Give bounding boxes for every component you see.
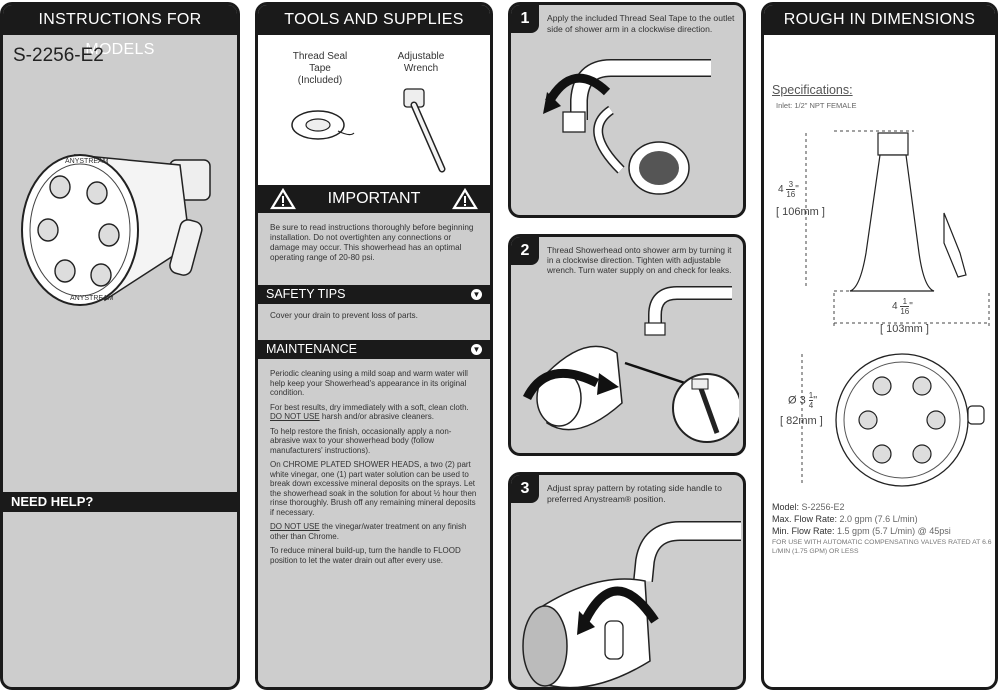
brand-arc-bottom: ANYSTREAM	[70, 295, 114, 302]
maintenance-p2: For best results, dry immediately with a…	[270, 402, 469, 422]
spec-title: Specifications:	[772, 83, 853, 97]
step-2-text: Thread Showerhead onto shower arm by tur…	[547, 245, 732, 275]
step-2-panel: 2 Thread Showerhead onto shower arm by t…	[508, 234, 746, 456]
model-number: S-2256-E2	[13, 45, 104, 66]
wrench-icon	[403, 88, 446, 173]
step-1-number: 1	[511, 5, 539, 33]
step-3-text: Adjust spray pattern by rotating side ha…	[547, 483, 722, 504]
side-view-drawing	[805, 130, 990, 328]
brand-arc-top: ANYSTREAM	[65, 158, 109, 165]
tools-panel: TOOLS AND SUPPLIES Thread Seal Tape (Inc…	[255, 2, 493, 690]
safety-box: Cover your drain to prevent loss of part…	[258, 304, 490, 340]
width-dimension: 4 1 16 "	[892, 297, 913, 316]
safety-title: SAFETY TIPS	[266, 287, 346, 301]
rough-panel: ROUGH IN DIMENSIONS Specifications: Inle…	[761, 2, 998, 690]
maintenance-title: MAINTENANCE	[266, 342, 357, 356]
chevron-down-icon: ▼	[471, 344, 482, 355]
warning-icon-left	[270, 188, 296, 210]
step-2-illustration	[522, 286, 739, 443]
spec-model: Model: S-2256-E2	[772, 502, 845, 512]
maintenance-p6: To reduce mineral build-up, turn the han…	[270, 546, 461, 565]
need-help-bar: NEED HELP?	[3, 492, 237, 512]
step-2-number: 2	[511, 237, 539, 265]
tools-header: TOOLS AND SUPPLIES	[258, 5, 490, 35]
maintenance-box: Periodic cleaning using a mild soap and …	[258, 359, 490, 687]
height-mm: [ 106mm ]	[776, 206, 825, 218]
maintenance-p3: To help restore the finish, occasionally…	[270, 426, 452, 455]
step-1-panel: 1 Apply the included Thread Seal Tape to…	[508, 2, 746, 218]
models-panel: INSTRUCTIONS FOR MODELS S-2256-E2 ANYSTR…	[0, 2, 240, 690]
maintenance-p4: On CHROME PLATED SHOWER HEADS, a two (2)…	[270, 460, 477, 517]
safety-text: Cover your drain to prevent loss of part…	[270, 311, 418, 320]
spec-note: FOR USE WITH AUTOMATIC COMPENSATING VALV…	[772, 539, 992, 555]
important-text: Be sure to read instructions thoroughly …	[270, 223, 474, 262]
diameter-dimension: Ø 3 1 4 "	[788, 391, 818, 410]
warning-icon-right	[452, 188, 478, 210]
important-box: Be sure to read instructions thoroughly …	[258, 213, 490, 285]
models-header: INSTRUCTIONS FOR MODELS	[3, 5, 237, 58]
maintenance-p5: DO NOT USE the vinegar/water treatment o…	[270, 522, 467, 541]
step-3-number: 3	[511, 475, 539, 503]
height-dimension: 4 3 16 "	[778, 180, 799, 199]
spec-min-flow: Min. Flow Rate: 1.5 gpm (5.7 L/min) @ 45…	[772, 526, 951, 536]
width-mm: [ 103mm ]	[880, 323, 929, 335]
front-view-drawing	[801, 353, 985, 487]
diameter-mm: [ 82mm ]	[780, 415, 823, 427]
inlet-text: Inlet: 1/2" NPT FEMALE	[776, 101, 857, 110]
rough-header: ROUGH IN DIMENSIONS	[764, 5, 995, 35]
tape-roll-icon	[291, 110, 355, 140]
spec-max-flow: Max. Flow Rate: 2.0 gpm (7.6 L/min)	[772, 514, 918, 524]
need-help-label: NEED HELP?	[11, 494, 94, 509]
important-bar: IMPORTANT	[258, 185, 490, 213]
step-3-illustration	[522, 521, 741, 687]
important-title: IMPORTANT	[327, 190, 421, 207]
step-1-text: Apply the included Thread Seal Tape to t…	[547, 13, 735, 34]
maintenance-p1: Periodic cleaning using a mild soap and …	[270, 369, 468, 397]
spec-block: Model: S-2256-E2 Max. Flow Rate: 2.0 gpm…	[772, 501, 994, 556]
showerhead-illustration: ANYSTREAM ANYSTREAM	[21, 154, 211, 306]
maintenance-bar: MAINTENANCE ▼	[258, 340, 490, 359]
wrench-label: Adjustable Wrench	[397, 51, 445, 74]
safety-bar: SAFETY TIPS ▼	[258, 285, 490, 304]
tape-label: Thread Seal Tape (Included)	[292, 51, 348, 86]
chevron-down-icon: ▼	[471, 289, 482, 300]
step-1-illustration	[543, 59, 711, 195]
step-3-panel: 3 Adjust spray pattern by rotating side …	[508, 472, 746, 690]
